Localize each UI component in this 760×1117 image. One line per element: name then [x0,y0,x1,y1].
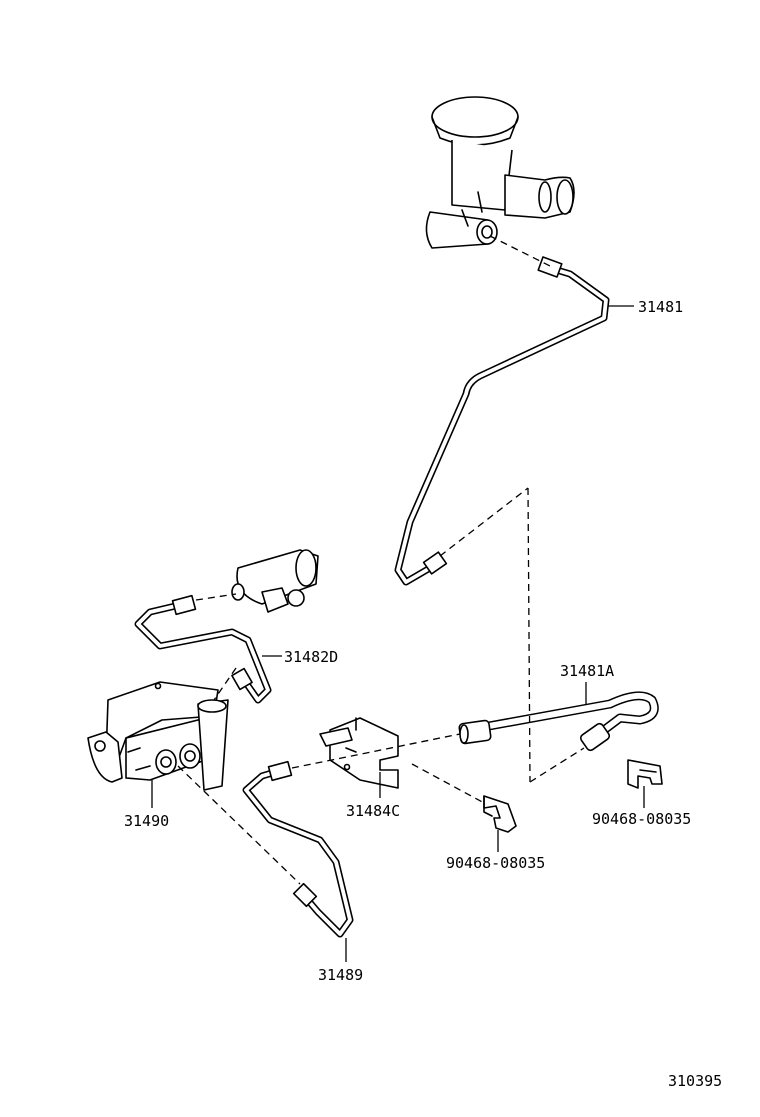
label-clip-right: 90468-08035 [592,810,691,828]
leader-lines [151,305,645,962]
label-clip-center: 90468-08035 [446,854,545,872]
master-cylinder-tube [394,256,610,586]
clutch-hose [458,691,659,752]
master-cylinder [425,96,575,249]
tube-lower [242,760,354,938]
clip-right [627,759,663,789]
label-31482d: 31482D [284,648,338,666]
label-31484c: 31484C [346,802,400,820]
label-31489: 31489 [318,966,363,984]
hose-bracket [319,717,399,789]
assembly-lines [177,235,585,885]
union-cylinder [231,549,319,613]
label-31481: 31481 [638,298,683,316]
figure-number: 310395 [668,1072,722,1090]
tube-upper-left [134,594,272,704]
release-cylinder-assembly [87,681,229,791]
clip-center [483,795,517,833]
label-31490: 31490 [124,812,169,830]
label-31481a: 31481A [560,662,614,680]
